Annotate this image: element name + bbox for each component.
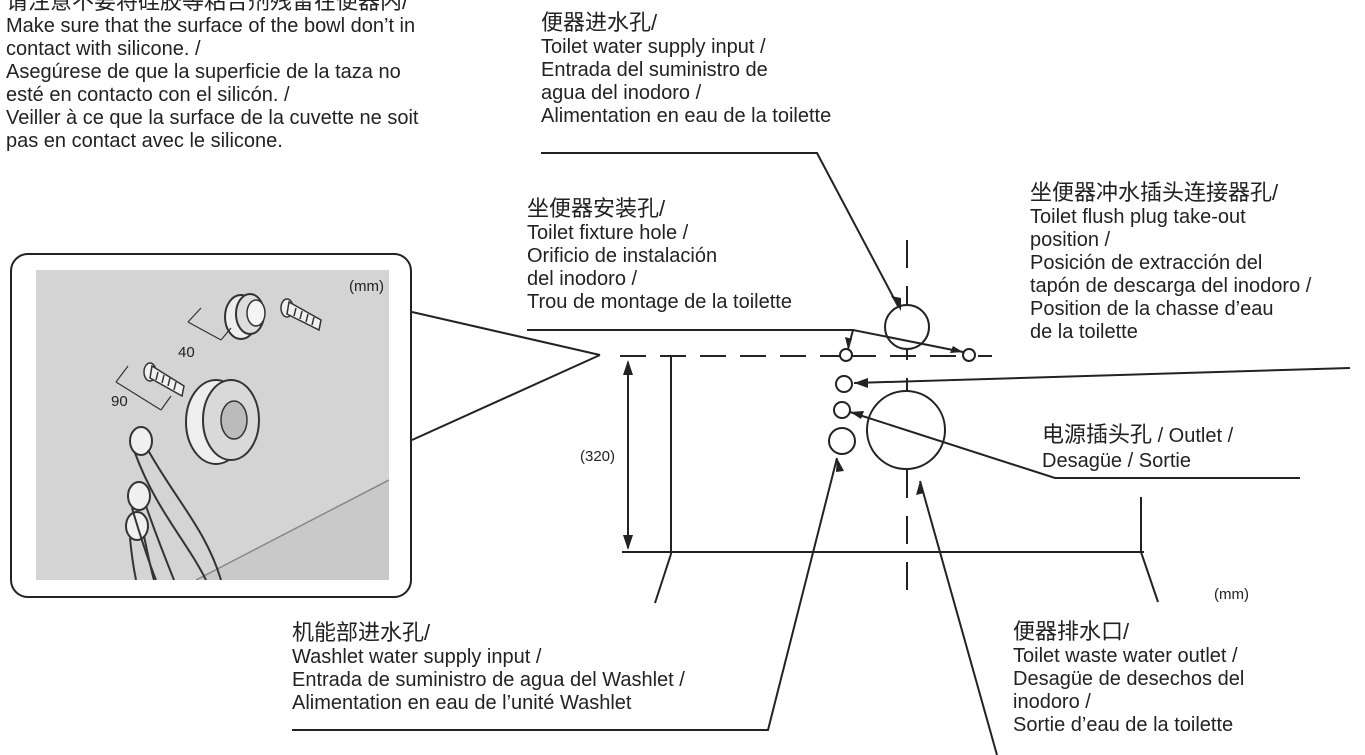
label-text: position / [1030, 229, 1111, 251]
label-text: Trou de montage de la toilette [527, 291, 792, 313]
label-text: inodoro / [1013, 691, 1091, 713]
main-unit-label: (mm) [1214, 586, 1249, 603]
label-outlet-line1: 电源插头孔 / Outlet / [1042, 421, 1233, 450]
screw-icon-upper [280, 298, 322, 332]
leader-waste-outlet [919, 480, 998, 755]
label-outlet-zh: 电源插头孔 [1042, 422, 1153, 447]
label-outlet: 电源插头孔 / Outlet / Desagüe / Sortie [1042, 421, 1233, 473]
inset-detail-box: (mm) 40 90 [10, 253, 412, 598]
warning-en-2: contact with silicone. / [6, 38, 201, 60]
label-text: Alimentation en eau de l’unité Washlet [292, 692, 632, 714]
label-text: Entrada de suministro de agua del Washle… [292, 669, 685, 691]
label-outlet-line2: Desagüe / Sortie [1042, 450, 1191, 472]
warning-es-2: esté en contacto con el silicón. / [6, 84, 290, 106]
toilet-water-supply-hole [884, 304, 930, 350]
inset-dimension-40: 40 [178, 344, 195, 361]
label-washlet-water-supply: 机能部进水孔/ Washlet water supply input / Ent… [292, 620, 685, 715]
label-text: Position de la chasse d’eau [1030, 298, 1274, 320]
label-toilet-fixture-hole: 坐便器安装孔/ Toilet fixture hole / Orificio d… [527, 196, 792, 314]
label-fixture-hole-zh: 坐便器安装孔/ [527, 196, 666, 221]
label-text: del inodoro / [527, 268, 638, 290]
outlet-hole [833, 401, 851, 419]
label-text: agua del inodoro / [541, 82, 702, 104]
hose-icon [125, 426, 222, 580]
label-flush-plug-zh: 坐便器冲水插头连接器孔/ [1030, 180, 1279, 205]
flush-plug-hole [835, 375, 853, 393]
leader-toilet-water-supply [541, 152, 899, 307]
label-text: Washlet water supply input / [292, 646, 542, 668]
screw-icon-lower [143, 362, 185, 398]
warning-fr-2: pas en contact avec le silicone. [6, 130, 283, 152]
label-text: tapón de descarga del inodoro / [1030, 275, 1312, 297]
label-text: Toilet water supply input / [541, 36, 766, 58]
label-text: Toilet waste water outlet / [1013, 645, 1238, 667]
callout-line-top [411, 311, 601, 356]
label-text: Entrada del suministro de [541, 59, 768, 81]
label-text: Sortie d’eau de la toilette [1013, 714, 1234, 736]
leader-flush-plug [853, 367, 1351, 384]
label-text: Toilet fixture hole / [527, 222, 689, 244]
washlet-water-supply-hole [828, 427, 856, 455]
label-washlet-zh: 机能部进水孔/ [292, 620, 431, 645]
callout-line-bottom [411, 354, 601, 441]
label-outlet-en: / Outlet / [1152, 425, 1234, 447]
leader-outlet [849, 411, 1300, 479]
plug-cap-icon [224, 293, 266, 340]
warning-en-1: Make sure that the surface of the bowl d… [6, 15, 416, 37]
label-text: Posición de extracción del [1030, 252, 1263, 274]
label-waste-outlet: 便器排水口/ Toilet waste water outlet / Desag… [1013, 619, 1244, 737]
warning-zh: 请注意不要将硅胶等粘合剂残留在便器内/ [6, 0, 409, 14]
label-waste-outlet-zh: 便器排水口/ [1013, 619, 1130, 644]
warning-es-1: Asegúrese de que la superficie de la taz… [6, 61, 401, 83]
label-text: de la toilette [1030, 321, 1138, 343]
inset-dimension-90: 90 [111, 393, 128, 410]
warning-text: 请注意不要将硅胶等粘合剂残留在便器内/ Make sure that the s… [6, 0, 418, 153]
label-text: Orificio de instalación [527, 245, 718, 267]
label-toilet-water-supply-zh: 便器进水孔/ [541, 10, 658, 35]
label-text: Desagüe de desechos del [1013, 668, 1245, 690]
large-ring-icon [185, 379, 260, 465]
inset-illustration [115, 293, 389, 580]
inset-unit-label: (mm) [349, 278, 384, 295]
leader-washlet [292, 457, 838, 731]
fixture-hole-right [962, 348, 976, 362]
dimension-320-label: (320) [580, 448, 616, 465]
label-text: Alimentation en eau de la toilette [541, 105, 832, 127]
label-text: Toilet flush plug take-out [1030, 206, 1246, 228]
inset-wall-surface: (mm) 40 90 [36, 270, 389, 580]
label-toilet-water-supply: 便器进水孔/ Toilet water supply input / Entra… [541, 10, 831, 128]
warning-fr-1: Veiller à ce que la surface de la cuvett… [6, 107, 419, 129]
label-flush-plug: 坐便器冲水插头连接器孔/ Toilet flush plug take-out … [1030, 180, 1311, 344]
fixture-hole-left [839, 348, 853, 362]
